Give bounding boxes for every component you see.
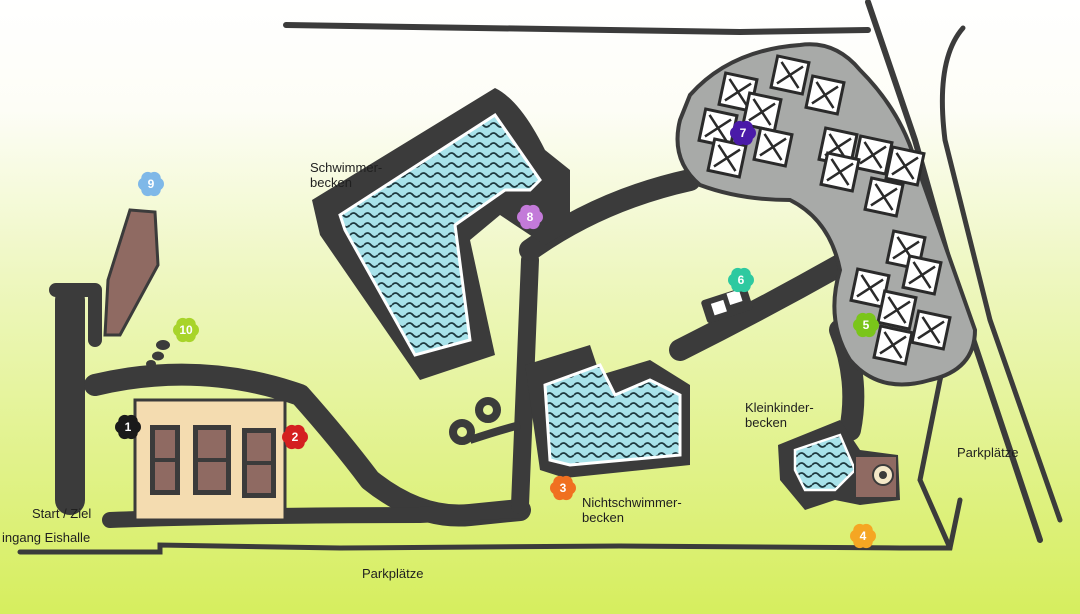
bench-icons: [701, 286, 753, 324]
nichtschwimmer-label-2: becken: [582, 510, 624, 525]
location-markers: 1 2 3 4 5 6 7 8 9 10: [115, 120, 879, 549]
schwimmerbecken-label-2: becken: [310, 175, 352, 190]
schwimmerbecken-label-1: Schwimmer-: [310, 160, 382, 175]
marker-10[interactable]: 10: [173, 317, 199, 343]
marker-8[interactable]: 8: [517, 204, 543, 230]
marker-7[interactable]: 7: [730, 120, 756, 146]
eingang-eishalle-label: ingang Eishalle: [2, 530, 90, 545]
parkplaetze-bottom-label: Parkplätze: [362, 566, 423, 581]
path-loop: [449, 397, 521, 445]
marker-8-label: 8: [527, 210, 534, 224]
nichtschwimmer-label-1: Nichtschwimmer-: [582, 495, 682, 510]
non-swimmer-pool: [525, 345, 690, 478]
marker-4[interactable]: 4: [850, 523, 876, 549]
marker-10-label: 10: [179, 323, 193, 337]
marker-4-label: 4: [860, 529, 867, 543]
marker-3-label: 3: [560, 481, 567, 495]
marker-6-label: 6: [738, 273, 745, 287]
marker-2-label: 2: [292, 430, 299, 444]
kleinkinder-label-1: Kleinkinder-: [745, 400, 814, 415]
court-area: [133, 398, 287, 522]
start-ziel-label: Start / Ziel: [32, 506, 91, 521]
swimmer-pool: [312, 88, 570, 380]
marker-9-label: 9: [148, 177, 155, 191]
marker-1[interactable]: 1: [115, 414, 141, 440]
marker-3[interactable]: 3: [550, 475, 576, 501]
marker-1-label: 1: [125, 420, 132, 434]
marker-6[interactable]: 6: [728, 267, 754, 293]
marker-5[interactable]: 5: [853, 312, 879, 338]
marker-2[interactable]: 2: [282, 424, 308, 450]
stepping-stones: [146, 340, 170, 368]
map-labels: Schwimmer- becken Nichtschwimmer- becken…: [2, 160, 1018, 581]
brown-field: [103, 208, 160, 337]
toddler-pool: [778, 420, 900, 510]
marker-5-label: 5: [863, 318, 870, 332]
kleinkinder-label-2: becken: [745, 415, 787, 430]
parkplaetze-right-label: Parkplätze: [957, 445, 1018, 460]
marker-9[interactable]: 9: [138, 171, 164, 197]
marker-7-label: 7: [740, 126, 747, 140]
